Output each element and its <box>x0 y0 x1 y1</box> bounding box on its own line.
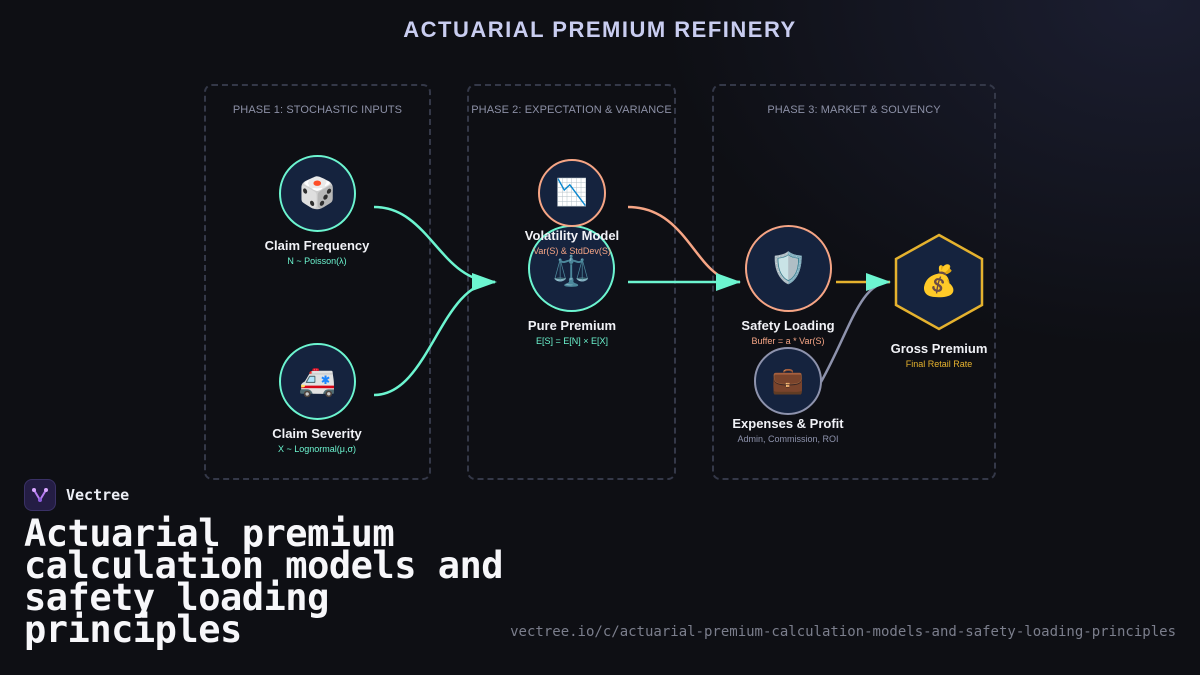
edge-volatility-to-safety-loading <box>627 205 741 284</box>
volatility-model-node: 📉 <box>538 159 606 227</box>
source-url[interactable]: vectree.io/c/actuarial-premium-calculati… <box>510 624 1176 640</box>
expenses-profit-node: 💼 <box>754 347 822 415</box>
scales-icon: ⚖️ <box>552 253 591 289</box>
pure-premium-node: ⚖️ <box>528 225 615 312</box>
shield-icon: 🛡️ <box>769 250 808 286</box>
expenses-profit-label: Expenses & Profit <box>732 416 844 431</box>
phase-1-title: PHASE 1: STOCHASTIC INPUTS <box>232 104 403 116</box>
safety-loading-label: Safety Loading <box>741 318 835 333</box>
claim-frequency-node: 🎲 <box>279 155 356 232</box>
expenses-profit-detail: Admin, Commission, ROI <box>737 434 839 444</box>
claim-frequency-label: Claim Frequency <box>264 238 370 253</box>
gross-premium-label: Gross Premium <box>890 341 988 356</box>
gross-premium-icon-wrap: 💰 <box>893 233 985 331</box>
chart-decreasing-icon: 📉 <box>555 178 589 208</box>
diagram-title: ACTUARIAL PREMIUM REFINERY <box>403 17 797 42</box>
arrowhead-into-safety-loading <box>716 273 741 291</box>
safety-loading-formula: Buffer = a * Var(S) <box>751 336 825 346</box>
pure-premium-label: Pure Premium <box>527 318 617 333</box>
headline: Actuarial premium calculation models and… <box>24 512 504 651</box>
gross-premium-detail: Final Retail Rate <box>905 359 973 369</box>
vectree-logo-icon <box>24 479 56 511</box>
dice-icon: 🎲 <box>298 175 337 211</box>
volatility-model-label: Volatility Model <box>524 228 620 243</box>
arrowhead-into-pure-premium <box>472 273 497 291</box>
claim-frequency-formula: N ~ Poisson(λ) <box>287 256 347 266</box>
claim-severity-formula: X ~ Lognormal(μ,σ) <box>277 444 357 454</box>
safety-loading-node: 🛡️ <box>745 225 832 312</box>
phase-3-title: PHASE 3: MARKET & SOLVENCY <box>767 104 941 116</box>
phase-1-box: PHASE 1: STOCHASTIC INPUTS <box>204 84 431 480</box>
ambulance-icon: 🚑 <box>298 363 337 399</box>
brand-name: Vectree <box>66 486 130 504</box>
money-bag-icon: 💰 <box>920 264 958 299</box>
arrowhead-into-gross-premium <box>866 273 891 291</box>
gross-premium-node <box>894 233 984 331</box>
brand: Vectree <box>24 479 129 511</box>
volatility-model-formula: Var(S) & StdDev(S) <box>533 246 611 256</box>
phase-2-title: PHASE 2: EXPECTATION & VARIANCE <box>471 104 672 116</box>
pure-premium-formula: E[S] = E[N] × E[X] <box>535 336 609 346</box>
claim-severity-node: 🚑 <box>279 343 356 420</box>
briefcase-icon: 💼 <box>771 366 805 396</box>
claim-severity-label: Claim Severity <box>272 426 362 441</box>
